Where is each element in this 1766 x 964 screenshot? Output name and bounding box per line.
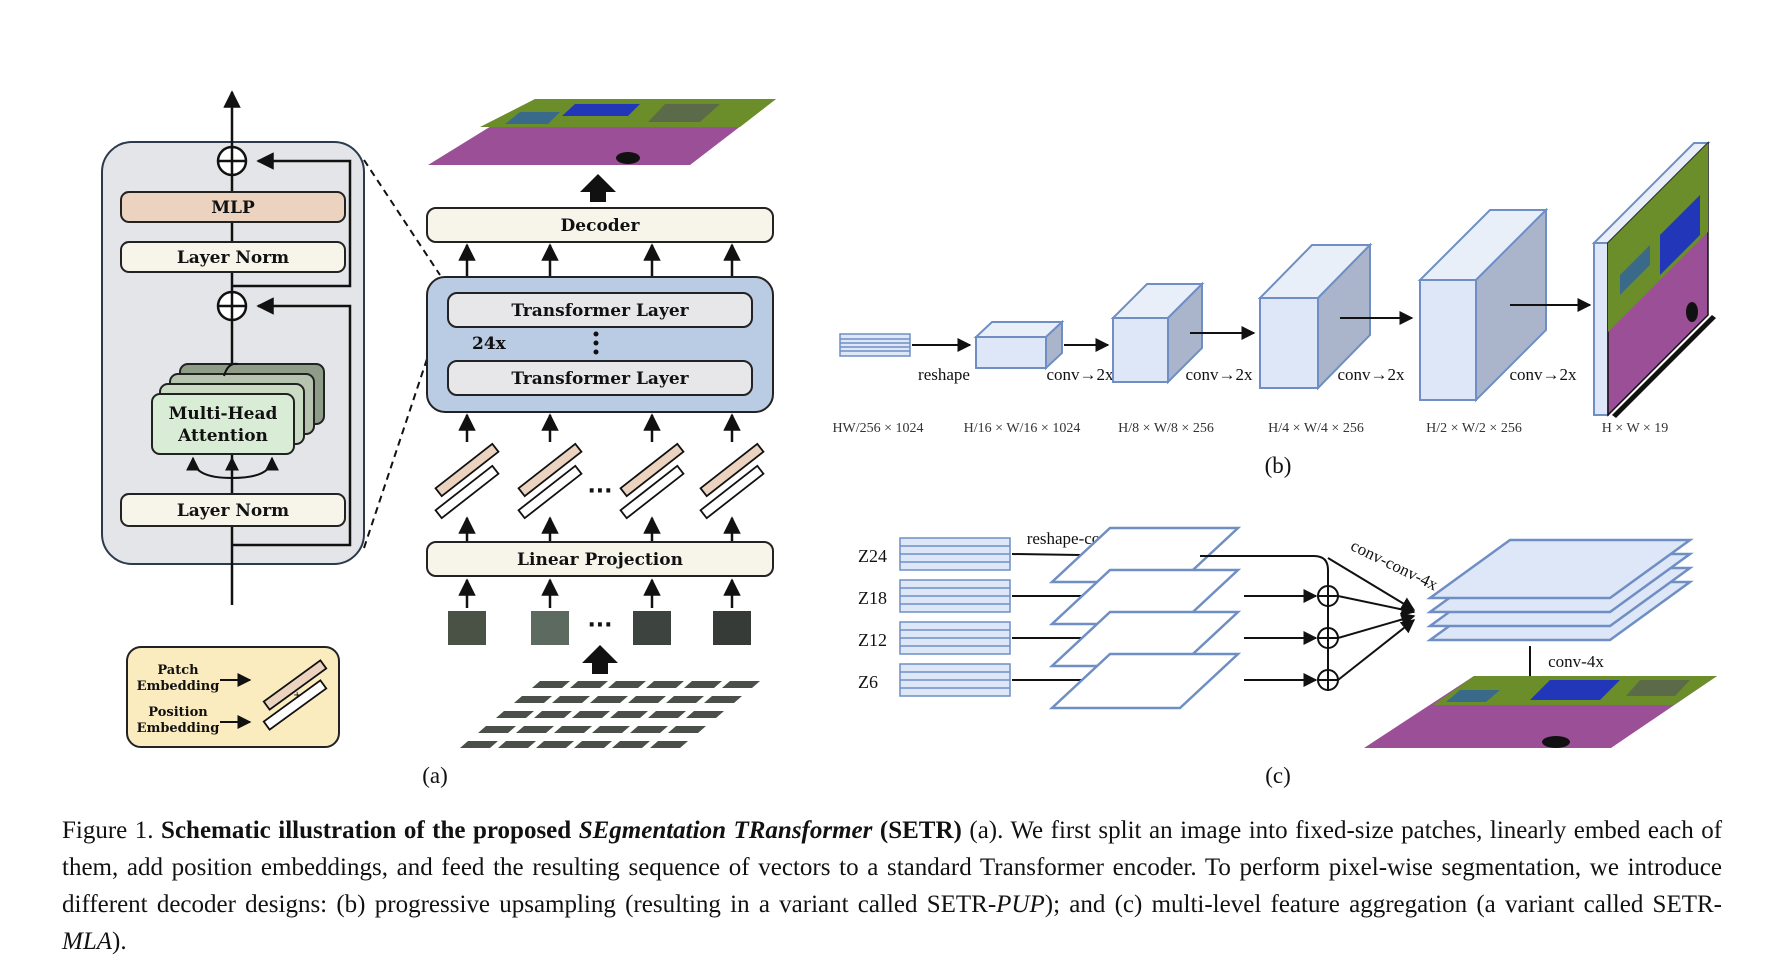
- layer-norm-top-box: [120, 241, 346, 273]
- linear-projection-box: [426, 541, 774, 577]
- token-sequences-c: [899, 537, 1011, 697]
- conv-label-1: conv→2x: [1046, 365, 1114, 384]
- feature-map-3: [1257, 242, 1373, 391]
- conv-label-3: conv→2x: [1337, 365, 1405, 384]
- multi-head-attention-box: [151, 393, 295, 455]
- embedding-pair-3: [619, 442, 685, 520]
- dim-label-1: HW/256 × 1024: [832, 421, 923, 436]
- repeat-label: 24x: [472, 334, 507, 354]
- caption-bold-1: Schematic illustration of the proposed: [161, 817, 572, 844]
- image-patch-3: [633, 611, 671, 645]
- feature-planes-c: [1048, 526, 1242, 710]
- image-patch-4: [713, 611, 751, 645]
- panel-c: Z24 Z18 Z12 Z6 reshape-conv: [858, 526, 1717, 788]
- token-sequence: [839, 333, 911, 357]
- caption-bold-2: (SETR): [879, 817, 962, 844]
- multi-head-label-1: Multi-Head: [169, 404, 278, 424]
- z-label-18: Z18: [858, 588, 887, 608]
- segmentation-output-b: [1591, 141, 1716, 418]
- dim-label-4: H/4 × W/4 × 256: [1268, 421, 1364, 436]
- layer-norm-bottom-box: [120, 493, 346, 527]
- svg-text:Embedding: Embedding: [137, 679, 220, 694]
- thick-arrow-up-bottom: [582, 645, 618, 674]
- linear-projection-label: Linear Projection: [517, 550, 683, 570]
- caption-mla: MLA: [62, 928, 112, 955]
- panel-b-label: (b): [1265, 453, 1292, 478]
- feature-map-4: [1417, 207, 1549, 403]
- mlp-box: [120, 191, 346, 223]
- conv-4x-label: conv-4x: [1548, 652, 1604, 671]
- panel-b: reshape conv→2x conv→2x conv→2x: [832, 141, 1716, 478]
- embedding-legend: Patch Embedding Position Embedding +: [126, 646, 340, 748]
- z-label-12: Z12: [858, 630, 887, 650]
- decoder-label: Decoder: [561, 216, 641, 236]
- figure-caption: Figure 1. Schematic illustration of the …: [62, 812, 1722, 960]
- conv-label-2: conv→2x: [1185, 365, 1253, 384]
- embedding-pair-1: [434, 442, 500, 520]
- merge-circles: [1317, 585, 1339, 691]
- caption-pup: PUP: [996, 891, 1045, 918]
- conv-conv-4x-label: conv-conv-4x: [1348, 536, 1442, 595]
- conv-label-4: conv→2x: [1509, 365, 1577, 384]
- layer-norm-bottom-label: Layer Norm: [177, 501, 289, 521]
- aggregated-feature-stack: [1426, 538, 1694, 642]
- image-patch-2: [531, 611, 569, 645]
- transformer-layer-bottom-box: [447, 360, 753, 396]
- embedding-ellipsis: ···: [587, 479, 612, 504]
- feature-map-1: [973, 319, 1065, 371]
- z-label-24: Z24: [858, 546, 887, 566]
- caption-rest-1: (a). We first split an image into fixed-…: [62, 817, 1723, 918]
- transformer-layer-bottom-label: Transformer Layer: [511, 369, 689, 389]
- dim-label-6: H × W × 19: [1602, 421, 1669, 436]
- z-label-6: Z6: [858, 672, 878, 692]
- figure-1: MLP Layer Norm Multi-Head Attention Laye…: [101, 90, 1717, 788]
- multi-head-label-2: Attention: [177, 426, 268, 446]
- layer-norm-top-label: Layer Norm: [177, 248, 289, 268]
- dim-label-5: H/2 × W/2 × 256: [1426, 421, 1522, 436]
- caption-bold-italic: SEgmentation TRansformer: [578, 817, 873, 844]
- panel-a-label: (a): [422, 763, 448, 788]
- segmentation-output-c: [1364, 676, 1717, 748]
- panel-a: MLP Layer Norm Multi-Head Attention Laye…: [101, 90, 776, 788]
- svg-text:+: +: [293, 690, 301, 701]
- image-patch-grid: [460, 681, 760, 748]
- thick-arrow-up-top: [580, 174, 616, 202]
- caption-rest-2: ); and (c) multi-level feature aggregati…: [1044, 891, 1722, 918]
- add-circle-top: [216, 145, 248, 177]
- image-patch-1: [448, 611, 486, 645]
- transformer-layer-top-box: [447, 292, 753, 328]
- decoder-box: [426, 207, 774, 243]
- embedding-pair-4: [699, 442, 765, 520]
- add-circle-bottom: [216, 290, 248, 322]
- caption-rest-3: ).: [112, 928, 127, 955]
- feature-map-2: [1110, 281, 1205, 385]
- panel-c-label: (c): [1265, 763, 1291, 788]
- reshape-label: reshape: [918, 365, 970, 384]
- svg-text:Position: Position: [148, 705, 208, 720]
- dim-label-3: H/8 × W/8 × 256: [1118, 421, 1214, 436]
- svg-text:Embedding: Embedding: [137, 721, 220, 736]
- transformer-layer-top-label: Transformer Layer: [511, 301, 689, 321]
- dim-label-2: H/16 × W/16 × 1024: [964, 421, 1081, 436]
- embedding-pair-2: [517, 442, 583, 520]
- caption-prefix: Figure 1.: [62, 817, 154, 844]
- mlp-label: MLP: [211, 198, 255, 218]
- svg-text:Patch: Patch: [157, 663, 199, 678]
- patch-ellipsis: ···: [587, 613, 612, 638]
- segmentation-output-a: [428, 99, 776, 165]
